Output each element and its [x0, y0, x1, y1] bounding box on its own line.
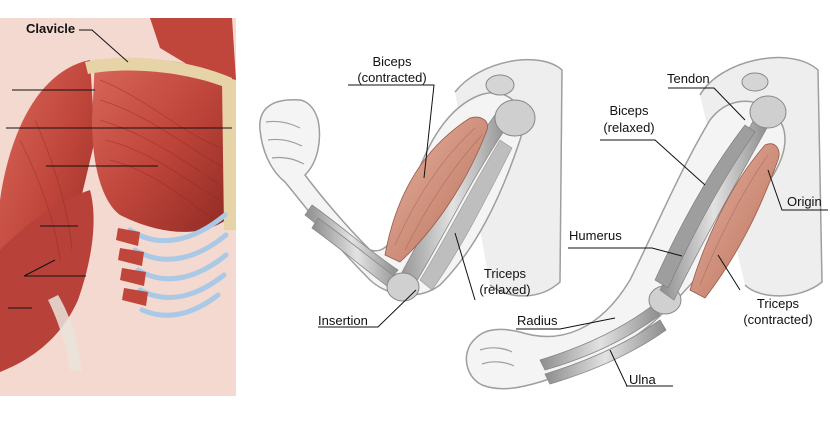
label-tendon: Tendon — [667, 71, 710, 86]
shoulder-joint — [494, 99, 536, 137]
label-humerus: Humerus — [569, 228, 622, 243]
arm-tendon — [48, 295, 82, 372]
fist-details — [265, 120, 305, 165]
triceps-relaxed-muscle — [419, 139, 513, 291]
shoulder-joint-right — [749, 95, 787, 129]
sternum — [222, 80, 236, 230]
label-triceps-contracted-1: Triceps — [756, 296, 800, 311]
label-origin: Origin — [787, 194, 822, 209]
trapezius-muscle — [150, 18, 236, 80]
extended-arm-leaders — [516, 87, 828, 387]
extended-arm-illustration — [465, 56, 828, 390]
label-biceps-contracted-1: Biceps — [372, 54, 412, 69]
label-ulna: Ulna — [629, 372, 656, 387]
label-biceps-relaxed-1: Biceps — [609, 103, 649, 118]
label-triceps-relaxed-2: (relaxed) — [479, 282, 531, 297]
label-radius: Radius — [517, 313, 558, 328]
label-clavicle: Clavicle — [26, 21, 76, 36]
label-triceps-relaxed-1: Triceps — [483, 266, 527, 281]
leader-lines — [6, 29, 232, 309]
clavicle-bone — [85, 57, 232, 90]
label-insertion: Insertion — [318, 313, 368, 328]
ulna-bone — [544, 319, 667, 385]
serratus-anterior-muscle — [116, 228, 148, 306]
label-biceps-relaxed-2: (relaxed) — [603, 120, 655, 135]
label-triceps-contracted-2: (contracted) — [743, 312, 813, 327]
elbow-joint — [386, 272, 420, 302]
triceps-contracted-muscle — [689, 143, 780, 299]
label-biceps-contracted-2: (contracted) — [357, 70, 427, 85]
flexed-arm-illustration — [259, 58, 563, 328]
rib-cage — [127, 212, 229, 318]
hand-details — [479, 347, 515, 367]
scapula-process — [485, 74, 515, 96]
flexed-arm-leaders — [318, 84, 476, 328]
biceps-relaxed-muscle — [654, 124, 756, 289]
chest-muscle-illustration — [0, 18, 236, 396]
pectoralis-major-muscle — [92, 58, 232, 232]
biceps-contracted-muscle — [384, 116, 488, 263]
scapula-process-right — [741, 72, 769, 92]
radius-bone — [539, 305, 661, 371]
